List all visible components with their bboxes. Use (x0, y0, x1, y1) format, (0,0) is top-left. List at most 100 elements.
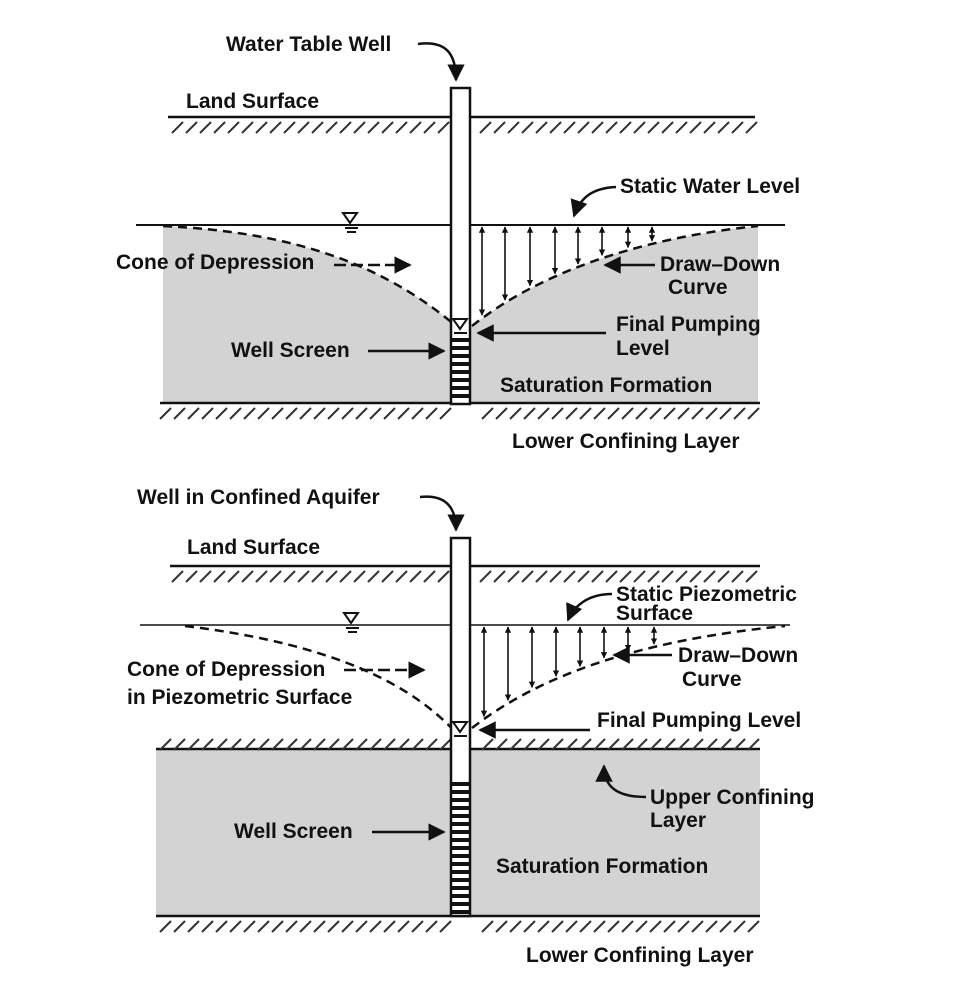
hatch-mark (495, 407, 508, 420)
hatch-mark (159, 407, 172, 420)
hatch-mark (551, 920, 564, 933)
hatch-mark (577, 570, 590, 583)
bottom-upper-hatch (159, 738, 760, 751)
hatch-mark (327, 407, 340, 420)
hatch-mark (355, 407, 368, 420)
hatch-mark (213, 121, 226, 134)
hatch-mark (159, 738, 172, 751)
hatch-mark (551, 407, 564, 420)
hatch-mark (367, 121, 380, 134)
hatch-mark (257, 407, 270, 420)
bottom-upper-confining-label-2: Layer (650, 809, 706, 832)
screen-band (452, 830, 469, 834)
hatch-mark (439, 920, 452, 933)
bottom-land-hatch (171, 570, 758, 583)
hatch-mark (705, 407, 718, 420)
hatch-mark (479, 570, 492, 583)
hatch-mark (215, 738, 228, 751)
hatch-mark (591, 570, 604, 583)
hatch-mark (691, 920, 704, 933)
hatch-mark (283, 121, 296, 134)
hatch-mark (425, 920, 438, 933)
hatch-mark (663, 738, 676, 751)
bottom-cone-label-1: Cone of Depression (127, 658, 325, 681)
hatch-mark (383, 920, 396, 933)
screen-band (452, 782, 469, 786)
hatch-mark (341, 407, 354, 420)
hatch-mark (507, 121, 520, 134)
hatch-mark (689, 121, 702, 134)
hatch-mark (691, 738, 704, 751)
hatch-mark (593, 738, 606, 751)
hatch-mark (719, 738, 732, 751)
bottom-well-label-arrow (419, 495, 465, 532)
hatch-mark (313, 738, 326, 751)
hatch-mark (383, 738, 396, 751)
hatch-mark (201, 407, 214, 420)
hatch-mark (215, 920, 228, 933)
hatch-mark (187, 407, 200, 420)
hatch-mark (185, 121, 198, 134)
hatch-mark (201, 738, 214, 751)
top-lower-hatch (159, 407, 760, 420)
bottom-static-label-1: Static Piezometric (616, 583, 797, 606)
hatch-mark (661, 121, 674, 134)
bottom-well-screen-label: Well Screen (234, 820, 353, 843)
hatch-mark (297, 121, 310, 134)
hatch-mark (425, 738, 438, 751)
bottom-cone-right-curve (471, 624, 786, 729)
hatch-mark (201, 920, 214, 933)
hatch-mark (551, 738, 564, 751)
hatch-mark (353, 121, 366, 134)
screen-band (452, 870, 469, 874)
hatch-mark (327, 738, 340, 751)
hatch-mark (745, 570, 758, 583)
hatch-mark (717, 121, 730, 134)
top-drawdown-label-2: Curve (668, 276, 728, 299)
hatch-mark (313, 920, 326, 933)
hatch-mark (649, 920, 662, 933)
screen-band (452, 378, 469, 382)
hatch-mark (689, 570, 702, 583)
hatch-mark (173, 920, 186, 933)
hatch-mark (635, 738, 648, 751)
hatch-mark (173, 738, 186, 751)
hatch-mark (579, 920, 592, 933)
bottom-saturation-label: Saturation Formation (496, 855, 708, 878)
hatch-mark (311, 570, 324, 583)
bottom-upper-confining-label-1: Upper Confining (650, 786, 814, 809)
hatch-mark (493, 121, 506, 134)
hatch-mark (549, 121, 562, 134)
hatch-mark (733, 407, 746, 420)
hatch-mark (199, 121, 212, 134)
top-lower-confining-label: Lower Confining Layer (512, 430, 740, 453)
hatch-mark (663, 407, 676, 420)
screen-band (452, 814, 469, 818)
hatch-mark (523, 920, 536, 933)
hatch-mark (339, 121, 352, 134)
hatch-mark (537, 920, 550, 933)
bottom-drawdown-arrows (480, 626, 658, 718)
top-well-screen-bands (452, 338, 469, 398)
hatch-mark (747, 407, 760, 420)
hatch-mark (409, 570, 422, 583)
hatch-mark (187, 920, 200, 933)
hatch-mark (479, 121, 492, 134)
hatch-mark (607, 920, 620, 933)
bottom-static-label-2: Surface (616, 602, 693, 625)
bottom-lower-confining-label: Lower Confining Layer (526, 944, 754, 967)
hatch-mark (481, 920, 494, 933)
hatch-mark (509, 407, 522, 420)
hatch-mark (241, 570, 254, 583)
hatch-mark (523, 407, 536, 420)
hatch-mark (171, 121, 184, 134)
hatch-mark (269, 121, 282, 134)
hatch-mark (325, 570, 338, 583)
hatch-mark (495, 738, 508, 751)
hatch-mark (619, 570, 632, 583)
top-final-level-label-2: Level (616, 337, 670, 360)
confined-aquifer-diagram: Well in Confined Aquifer Land Surface St… (127, 486, 814, 967)
hatch-mark (719, 920, 732, 933)
hatch-mark (579, 738, 592, 751)
hatch-mark (437, 121, 450, 134)
